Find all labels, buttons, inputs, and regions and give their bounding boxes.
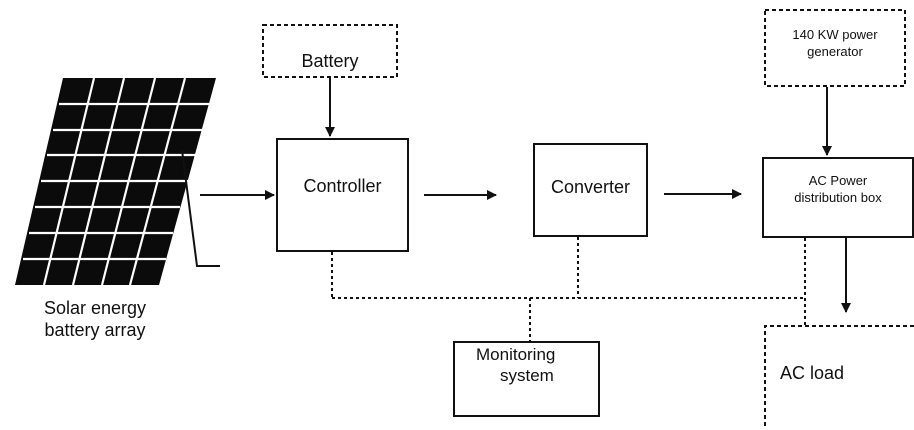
controller-box <box>276 138 409 252</box>
generator-label-line2: generator <box>807 44 863 59</box>
solar-array-label: Solar energy battery array <box>20 297 170 341</box>
monitoring-label-line1: Monitoring <box>476 345 556 364</box>
battery-box <box>262 24 398 78</box>
ac-distribution-label-line2: distribution box <box>794 190 882 205</box>
generator-label-line1: 140 KW power <box>792 27 878 42</box>
generator-label: 140 KW power generator <box>765 26 905 60</box>
ac-distribution-box <box>762 157 914 238</box>
ac-load-label: AC load <box>780 363 845 383</box>
solar-panel-icon <box>15 77 220 286</box>
converter-label: Converter <box>550 177 631 197</box>
ac-load-box <box>764 325 914 426</box>
battery-label: Battery <box>301 51 359 71</box>
solar-array-label-line2: battery array <box>44 320 146 340</box>
solar-array-label-line1: Solar energy <box>43 298 147 318</box>
ac-distribution-label: AC Power distribution box <box>763 172 913 206</box>
monitoring-label-line2: system <box>500 366 554 385</box>
monitoring-label: Monitoring system <box>454 344 599 386</box>
generator-box <box>764 9 906 87</box>
monitoring-connections <box>331 237 806 342</box>
controller-label: Controller <box>303 176 382 196</box>
converter-box <box>533 143 648 237</box>
monitoring-box <box>453 341 600 417</box>
ac-distribution-label-line1: AC Power <box>808 173 868 188</box>
